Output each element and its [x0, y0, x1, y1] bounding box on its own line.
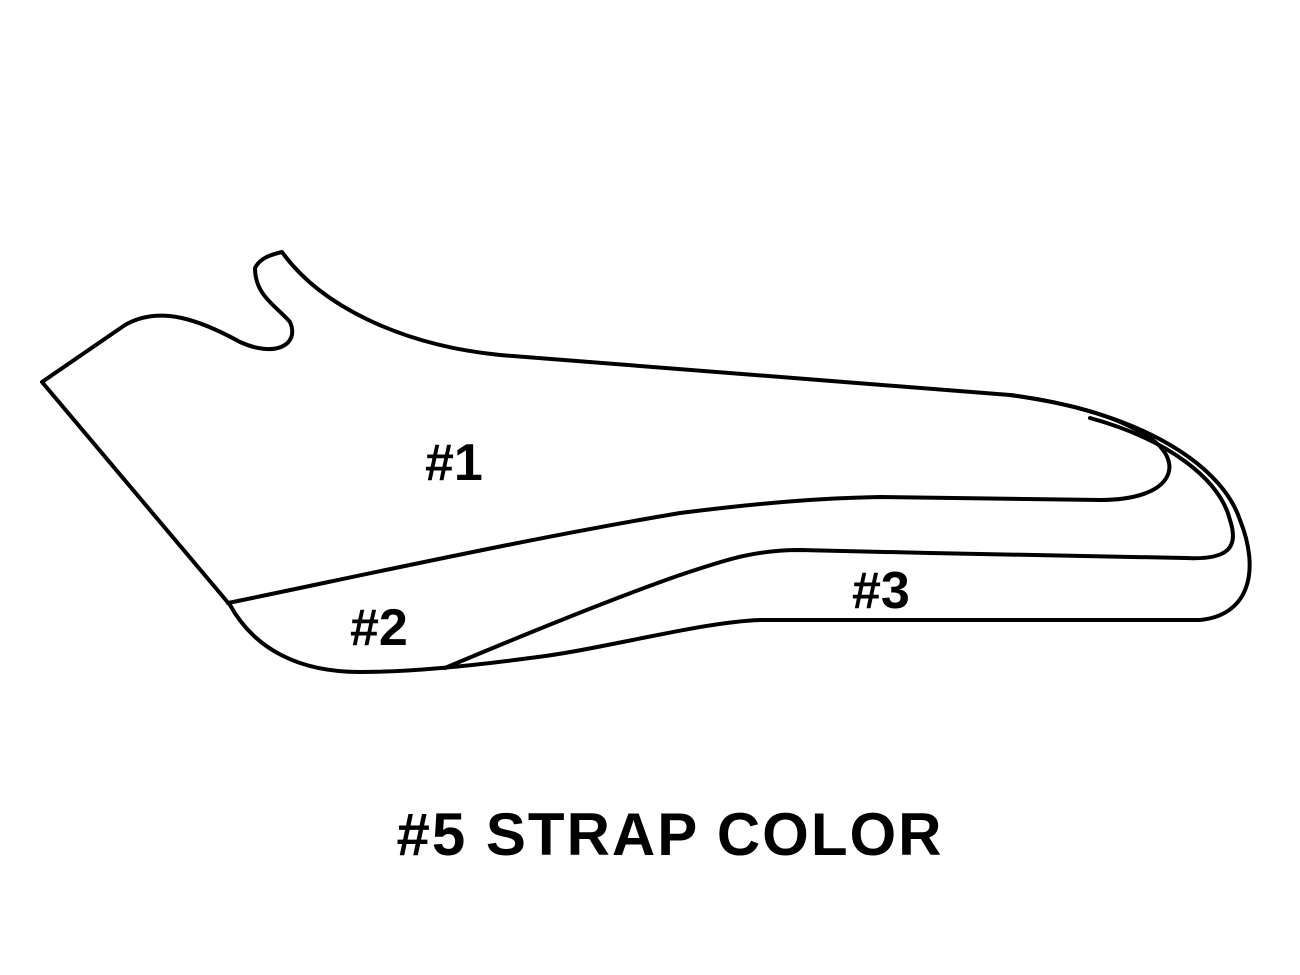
strap-color-caption: #5 STRAP COLOR: [396, 801, 944, 868]
panel-label-3: #3: [852, 562, 910, 620]
panel-label-2: #2: [350, 599, 408, 657]
seam-panel-1-lower: [226, 393, 1172, 605]
seat-outer-outline: [40, 250, 1252, 674]
panel-label-1: #1: [425, 434, 483, 492]
seam-rear-contour: [443, 416, 1235, 670]
